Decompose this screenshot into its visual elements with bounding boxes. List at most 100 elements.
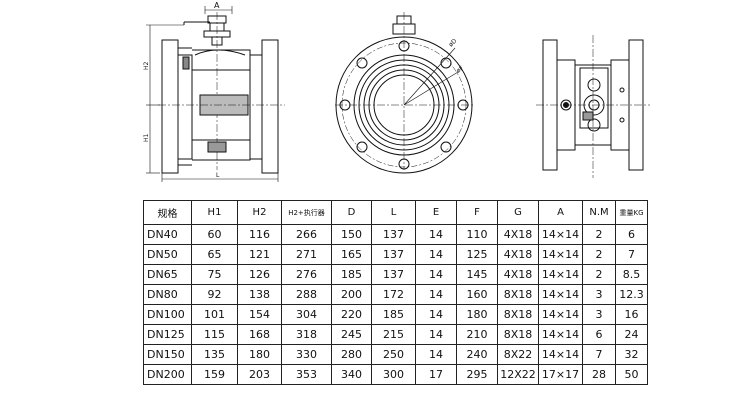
header-cell: N.M [582, 200, 616, 225]
table-cell: 12X22 [497, 364, 539, 385]
table-cell: 300 [371, 364, 416, 385]
dim-h2-label: H2 [143, 61, 150, 70]
table-cell: 65 [191, 244, 238, 265]
table-cell: 101 [191, 304, 238, 325]
dim-a-label: A [214, 1, 220, 10]
table-cell: 14×14 [538, 244, 583, 265]
table-cell: 180 [237, 344, 282, 365]
table-cell: 154 [237, 304, 282, 325]
table-cell: 250 [371, 344, 416, 365]
top-view [536, 35, 650, 178]
table-cell: 126 [237, 264, 282, 285]
table-cell: 215 [371, 324, 416, 345]
table-cell: 353 [281, 364, 332, 385]
table-cell: 32 [615, 344, 648, 365]
table-cell: 210 [456, 324, 498, 345]
table-cell: 8X22 [497, 344, 539, 365]
table-cell: 125 [456, 244, 498, 265]
table-cell: DN200 [143, 364, 192, 385]
table-cell: DN40 [143, 224, 192, 245]
table-cell: DN125 [143, 324, 192, 345]
table-cell: 14 [415, 264, 457, 285]
table-cell: 138 [237, 284, 282, 305]
table-cell: 240 [456, 344, 498, 365]
table-cell: 203 [237, 364, 282, 385]
table-cell: 14 [415, 224, 457, 245]
table-cell: 16 [615, 304, 648, 325]
dim-h1-label: H1 [143, 133, 150, 142]
table-cell: 8X18 [497, 324, 539, 345]
table-cell: 8X18 [497, 304, 539, 325]
table-cell: 245 [331, 324, 372, 345]
spec-table: 规格 H1 H2 H2+执行器 D L E F G A N.M 重量KG DN4… [143, 200, 648, 385]
table-cell: 7 [582, 344, 616, 365]
table-cell: 165 [331, 244, 372, 265]
header-cell: L [371, 200, 416, 225]
table-cell: 116 [237, 224, 282, 245]
table-cell: 14×14 [538, 264, 583, 285]
table-cell: 4X18 [497, 224, 539, 245]
table-cell: 3 [582, 284, 616, 305]
table-cell: 2 [582, 244, 616, 265]
dim-l-label: L [216, 172, 220, 179]
header-cell: E [415, 200, 457, 225]
table-cell: 60 [191, 224, 238, 245]
table-cell: 271 [281, 244, 332, 265]
table-cell: 295 [456, 364, 498, 385]
table-cell: 12.3 [615, 284, 648, 305]
table-cell: 159 [191, 364, 238, 385]
header-cell: H2+执行器 [281, 200, 332, 225]
table-cell: 17×17 [538, 364, 583, 385]
table-cell: 288 [281, 284, 332, 305]
table-cell: 14×14 [538, 224, 583, 245]
table-header-row: 规格 H1 H2 H2+执行器 D L E F G A N.M 重量KG [143, 200, 648, 225]
table-cell: 160 [456, 284, 498, 305]
table-cell: 28 [582, 364, 616, 385]
table-cell: DN150 [143, 344, 192, 365]
table-cell: 17 [415, 364, 457, 385]
table-cell: 2 [582, 224, 616, 245]
table-cell: 14×14 [538, 324, 583, 345]
table-cell: 200 [331, 284, 372, 305]
dim-f-label: øF [455, 65, 465, 75]
header-cell: H2 [237, 200, 282, 225]
table-cell: 330 [281, 344, 332, 365]
header-cell: 规格 [143, 200, 192, 225]
header-cell: A [538, 200, 583, 225]
table-cell: 137 [371, 264, 416, 285]
table-cell: 137 [371, 224, 416, 245]
table-cell: 276 [281, 264, 332, 285]
table-cell: 150 [331, 224, 372, 245]
table-cell: 340 [331, 364, 372, 385]
table-cell: 266 [281, 224, 332, 245]
header-cell: 重量KG [615, 200, 648, 225]
table-cell: 172 [371, 284, 416, 305]
table-cell: 8X18 [497, 284, 539, 305]
table-cell: 24 [615, 324, 648, 345]
dim-d-label: øD [447, 37, 458, 48]
table-cell: DN50 [143, 244, 192, 265]
table-cell: 145 [456, 264, 498, 285]
header-cell: F [456, 200, 498, 225]
table-cell: 318 [281, 324, 332, 345]
table-cell: 14 [415, 284, 457, 305]
table-cell: 137 [371, 244, 416, 265]
front-view: øD øF [335, 12, 475, 174]
table-cell: DN100 [143, 304, 192, 325]
table-cell: 14 [415, 244, 457, 265]
table-cell: 185 [331, 264, 372, 285]
header-cell: G [497, 200, 539, 225]
table-cell: 14 [415, 344, 457, 365]
side-view: A H2 H1 L [143, 1, 285, 182]
table-cell: 220 [331, 304, 372, 325]
table-cell: DN65 [143, 264, 192, 285]
table-cell: 121 [237, 244, 282, 265]
table-cell: 6 [615, 224, 648, 245]
